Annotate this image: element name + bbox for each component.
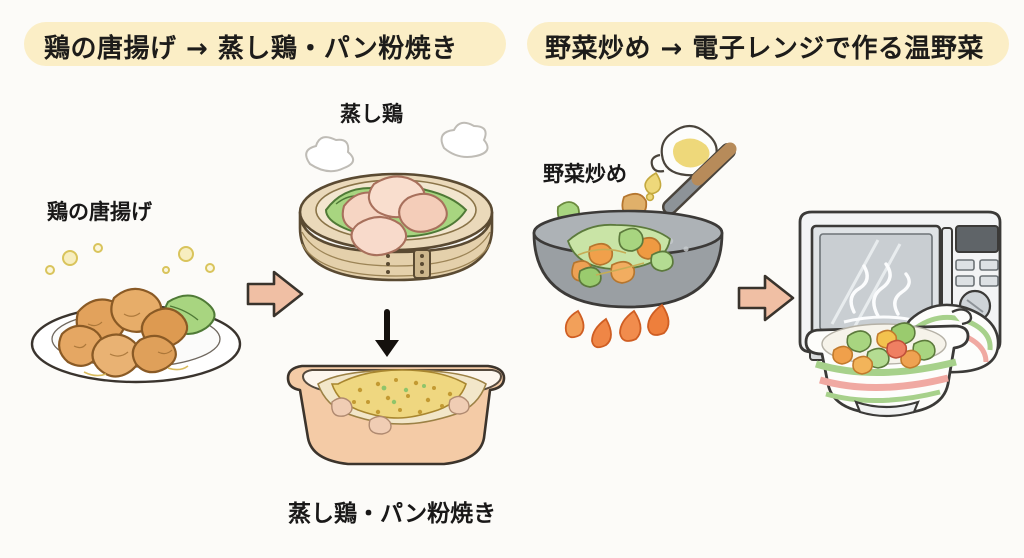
- label-pankoyaki: 蒸し鶏・パン粉焼き: [288, 501, 497, 527]
- header-highlight-band-right: [527, 22, 1009, 66]
- header-highlight-band-left: [24, 22, 506, 66]
- microwave-oven-with-bowl-illustration: [792, 196, 1014, 418]
- label-yasaiitame: 野菜炒め: [543, 162, 627, 186]
- arrow-steamer-to-gratin: [372, 309, 402, 358]
- header-title-right: 野菜炒め → 電子レンジで作る温野菜: [545, 34, 984, 64]
- fried-chicken-plate-illustration: [18, 240, 258, 390]
- gratin-dish-illustration: [282, 350, 522, 480]
- wok-stirfry-illustration: [520, 115, 750, 349]
- header-title-left: 鶏の唐揚げ → 蒸し鶏・パン粉焼き: [44, 34, 458, 64]
- arrow-karaage-to-steamer: [246, 268, 304, 320]
- arrow-wok-to-microwave: [737, 272, 795, 324]
- label-mushidori: 蒸し鶏: [340, 102, 403, 126]
- label-karaage: 鶏の唐揚げ: [47, 200, 152, 224]
- bamboo-steamer-illustration: [292, 121, 502, 317]
